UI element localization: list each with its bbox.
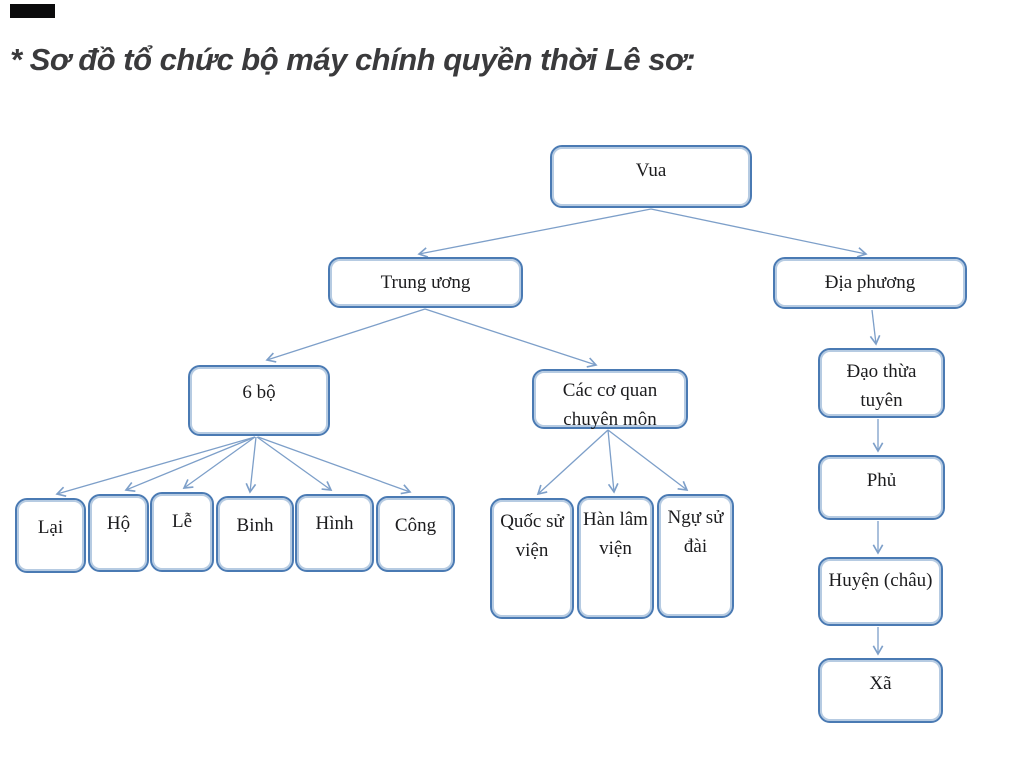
node-cong-label: Công [394, 515, 437, 536]
node-ho-label: Hộ [106, 513, 131, 534]
edge-saubo-le [182, 436, 256, 489]
edge-saubo-ho [124, 436, 256, 493]
node-quoc-su-vien: Quốc sử viện [490, 498, 574, 619]
node-binh-label: Binh [236, 515, 274, 536]
node-ngu-su-dai: Ngự sử đài [657, 494, 734, 618]
node-cac-co-quan-chuyen-mon: Các cơ quan chuyên môn [532, 369, 688, 430]
node-binh: Binh [216, 496, 294, 572]
node-cong: Công [376, 496, 455, 572]
page-title: * Sơ đồ tổ chức bộ máy chính quyền thời … [10, 42, 696, 77]
node-dao-thua-tuyen-label: Đạo thừa tuyên [846, 361, 917, 411]
node-6-bo-label: 6 bộ [242, 382, 276, 403]
edge-coquan-hanlamvien [607, 429, 619, 494]
edge-coquan-quocsuvien [536, 429, 609, 496]
node-huyen-chau-label: Huyện (châu) [828, 570, 933, 591]
node-xa: Xã [818, 658, 943, 723]
corner-mark [10, 4, 55, 18]
edge-saubo-binh [245, 436, 257, 494]
node-lai: Lại [15, 498, 86, 573]
node-hinh: Hình [295, 494, 374, 572]
node-phu: Phủ [818, 455, 945, 520]
node-dao-thua-tuyen: Đạo thừa tuyên [818, 348, 945, 418]
node-quoc-su-vien-label: Quốc sử viện [500, 511, 564, 561]
node-dia-phuong-label: Địa phương [824, 272, 916, 293]
node-6-bo: 6 bộ [188, 365, 330, 436]
node-vua: Vua [550, 145, 752, 208]
edge-saubo-lai [55, 436, 256, 498]
node-le-label: Lễ [171, 511, 193, 532]
edge-trunguong-saubo [265, 308, 426, 363]
edge-coquan-ngusudai [607, 429, 689, 491]
node-le: Lễ [150, 492, 214, 572]
edge-diaphuong-daothuatuyen [869, 309, 881, 346]
node-hinh-label: Hình [315, 513, 354, 534]
node-xa-label: Xã [869, 673, 892, 694]
node-huyen-chau: Huyện (châu) [818, 557, 943, 626]
node-lai-label: Lại [37, 517, 64, 538]
node-han-lam-vien-label: Hàn lâm viện [583, 509, 648, 559]
node-ngu-su-dai-label: Ngự sử đài [667, 507, 724, 557]
node-cac-co-quan-chuyen-mon-label: Các cơ quan chuyên môn [562, 380, 658, 430]
edge-vua-trunguong [417, 208, 652, 258]
node-phu-label: Phủ [866, 470, 897, 491]
node-vua-label: Vua [635, 160, 667, 181]
node-trung-uong: Trung ương [328, 257, 523, 308]
node-ho: Hộ [88, 494, 149, 572]
edge-saubo-cong [257, 436, 412, 495]
edge-trunguong-coquan [424, 308, 598, 368]
node-trung-uong-label: Trung ương [380, 272, 471, 293]
node-dia-phuong: Địa phương [773, 257, 967, 309]
edge-vua-diaphuong [650, 208, 868, 258]
edge-saubo-hinh [256, 436, 333, 491]
node-han-lam-vien: Hàn lâm viện [577, 496, 654, 619]
